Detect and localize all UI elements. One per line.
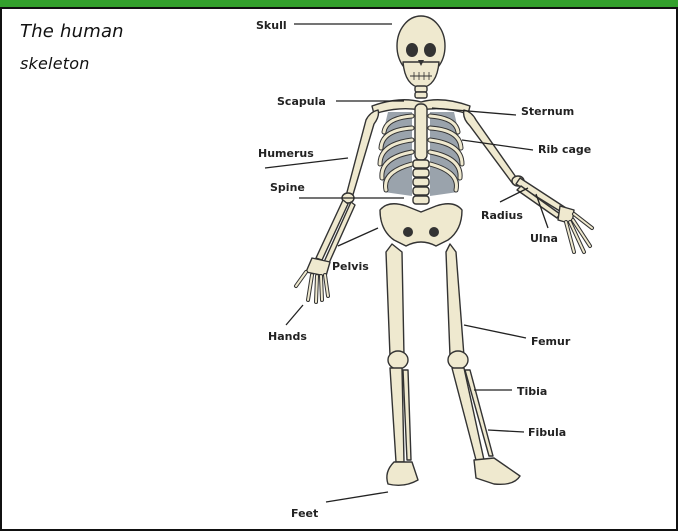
left-hand-bone <box>296 258 330 302</box>
label-rib-cage: Rib cage <box>538 143 591 156</box>
femur-bone <box>386 244 464 356</box>
label-pelvis: Pelvis <box>332 260 369 273</box>
pelvis-bone <box>380 204 462 246</box>
label-hands: Hands <box>268 330 307 343</box>
label-feet: Feet <box>291 507 318 520</box>
label-scapula: Scapula <box>277 95 326 108</box>
label-sternum: Sternum <box>521 105 574 118</box>
tibia-fibula-bones <box>390 368 493 462</box>
label-skull: Skull <box>256 19 287 32</box>
right-hand-bone <box>558 206 592 252</box>
label-fibula: Fibula <box>528 426 566 439</box>
spine-bone <box>413 160 429 204</box>
label-tibia: Tibia <box>517 385 547 398</box>
label-ulna: Ulna <box>530 232 558 245</box>
label-radius: Radius <box>481 209 523 222</box>
label-spine: Spine <box>270 181 305 194</box>
label-humerus: Humerus <box>258 147 314 160</box>
skeleton-illustration <box>296 16 592 485</box>
feet-bones <box>387 458 520 485</box>
skull-bone <box>397 16 445 88</box>
label-femur: Femur <box>531 335 571 348</box>
